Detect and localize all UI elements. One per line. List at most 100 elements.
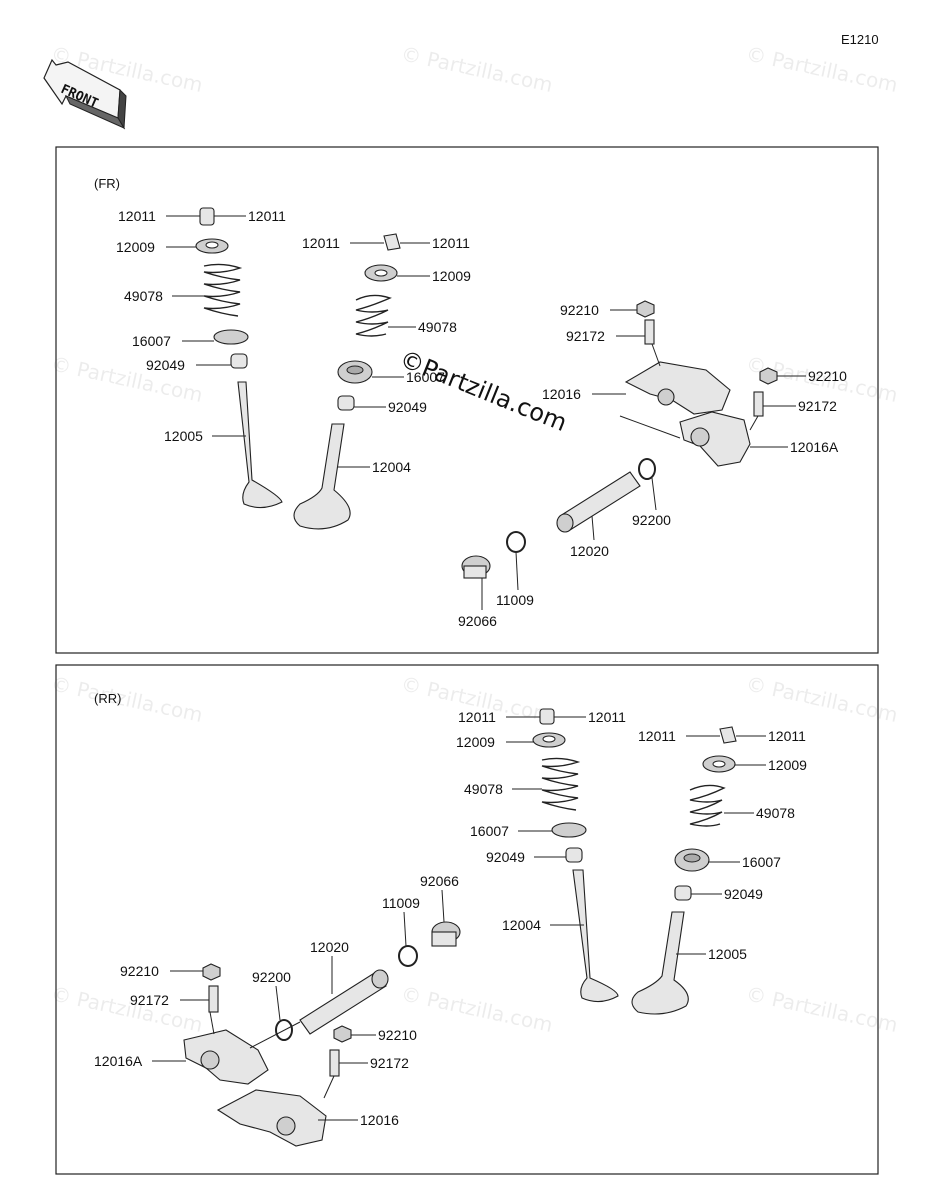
spring-seat — [674, 848, 710, 872]
rocker-arm — [183, 1029, 269, 1085]
valve-stem-seal — [565, 847, 583, 863]
part-label: 92066 — [420, 873, 459, 889]
valve-spring — [689, 784, 726, 827]
adjuster-screw — [329, 1049, 340, 1077]
adjuster-screw — [208, 985, 219, 1013]
valve-cotter — [719, 726, 737, 744]
o-ring — [275, 1019, 293, 1041]
intake-valve — [293, 423, 351, 530]
part-label: 12016 — [360, 1112, 399, 1128]
part-label: 12011 — [588, 709, 626, 725]
watermark: © Partzilla.com — [399, 41, 555, 97]
part-label: 92049 — [724, 886, 763, 902]
valve-cotter — [199, 207, 215, 226]
part-label: 92172 — [798, 398, 837, 414]
part-label: 12011 — [118, 208, 156, 224]
part-label: 12005 — [164, 428, 203, 444]
part-label: 92200 — [252, 969, 291, 985]
rocker-arm — [216, 1089, 327, 1147]
part-label: 92049 — [388, 399, 427, 415]
part-label: 12016 — [542, 386, 581, 402]
section-title-fr: (FR) — [94, 176, 120, 191]
part-label: 12011 — [638, 728, 676, 744]
exhaust-valve — [572, 869, 619, 1003]
section-title-rr: (RR) — [94, 691, 121, 706]
valve-spring — [355, 294, 392, 337]
adjuster-screw — [753, 391, 764, 417]
rocker-shaft — [299, 969, 389, 1035]
valve-cotter — [539, 708, 555, 725]
part-label: 49078 — [464, 781, 503, 797]
watermark: © Partzilla.com — [399, 981, 555, 1037]
leader-lines — [152, 215, 806, 1121]
watermark: © Partzilla.com — [744, 41, 900, 97]
o-ring — [638, 458, 656, 480]
part-label: 12011 — [432, 235, 470, 251]
diagram-code: E1210 — [841, 32, 879, 47]
plug — [461, 555, 491, 579]
part-label: 12011 — [248, 208, 286, 224]
adjuster-nut — [759, 367, 778, 385]
part-label: 12004 — [502, 917, 541, 933]
part-label: 12016A — [790, 439, 839, 455]
valve-stem-seal — [674, 885, 692, 901]
part-labels: 12011 12011 12009 49078 16007 92049 1200… — [94, 208, 847, 1128]
spring-seat — [551, 822, 587, 838]
adjuster-nut — [333, 1025, 352, 1043]
valve-retainer — [364, 264, 398, 282]
valve-retainer — [195, 238, 229, 254]
part-label: 92049 — [146, 357, 185, 373]
part-label: 12016A — [94, 1053, 143, 1069]
valve-stem-seal — [230, 353, 248, 369]
section-frame-fr — [55, 146, 879, 654]
part-label: 49078 — [124, 288, 163, 304]
part-label: 12005 — [708, 946, 747, 962]
part-label: 12011 — [768, 728, 806, 744]
part-label: 49078 — [418, 319, 457, 335]
part-label: 16007 — [742, 854, 781, 870]
part-label: 92210 — [808, 368, 847, 384]
valve-retainer — [702, 755, 736, 773]
exhaust-valve — [237, 381, 283, 509]
watermark: © Partzilla.com — [49, 671, 205, 727]
part-label: 12009 — [768, 757, 807, 773]
o-ring — [506, 531, 526, 553]
adjuster-nut — [202, 963, 221, 981]
part-label: 92172 — [566, 328, 605, 344]
part-label: 92066 — [458, 613, 497, 629]
watermark: © Partzilla.com — [49, 981, 205, 1037]
valve-stem-seal — [337, 395, 355, 411]
watermark: © Partzilla.com — [744, 981, 900, 1037]
part-label: 92049 — [486, 849, 525, 865]
spring-seat — [337, 360, 373, 384]
part-label: 11009 — [496, 592, 534, 608]
part-label: 92210 — [120, 963, 159, 979]
section-frame-rr — [55, 664, 879, 1175]
part-label: 11009 — [382, 895, 420, 911]
part-label: 12020 — [570, 543, 609, 559]
o-ring — [398, 945, 418, 967]
valve-spring — [203, 263, 243, 317]
plug — [431, 921, 461, 947]
adjuster-screw — [644, 319, 655, 345]
rocker-arm — [679, 411, 751, 467]
front-arrow-icon: FRONT — [43, 58, 127, 130]
part-label: 12009 — [456, 734, 495, 750]
part-label: 16007 — [132, 333, 171, 349]
part-label: 16007 — [470, 823, 509, 839]
watermarks: © Partzilla.com © Partzilla.com © Partzi… — [49, 41, 900, 1037]
valve-spring — [541, 757, 581, 811]
valve-retainer — [532, 732, 566, 748]
adjuster-nut — [636, 300, 655, 318]
part-label: 92210 — [378, 1027, 417, 1043]
part-label: 12011 — [458, 709, 496, 725]
part-label: 12011 — [302, 235, 340, 251]
part-label: 12009 — [432, 268, 471, 284]
part-label: 12020 — [310, 939, 349, 955]
part-label: 49078 — [756, 805, 795, 821]
part-label: 92200 — [632, 512, 671, 528]
part-label: 16007 — [406, 369, 445, 385]
spring-seat — [213, 329, 249, 345]
valve-cotter — [383, 233, 401, 251]
part-label: 12004 — [372, 459, 411, 475]
